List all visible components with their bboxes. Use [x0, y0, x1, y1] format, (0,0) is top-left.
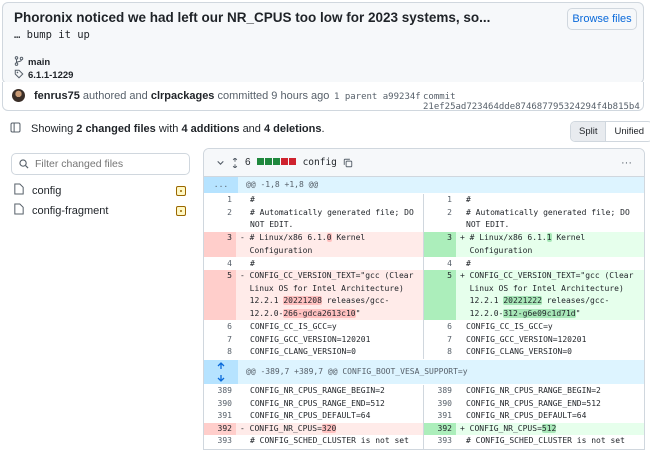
commit-meta-bar [2, 82, 644, 111]
avatar[interactable] [12, 89, 25, 102]
split-divider [423, 385, 424, 449]
tag-icon [14, 69, 24, 82]
diff-file-name[interactable]: config [302, 157, 337, 168]
tag-ref[interactable]: 6.1.1-1229 [14, 69, 73, 82]
hunk-header: ... @@ -1,8 +1,8 @@ [204, 177, 644, 193]
tree-file-config-fragment[interactable]: config-fragment [14, 203, 186, 218]
commit-title: Phoronix noticed we had left our NR_CPUS… [14, 10, 491, 25]
expand-up-button[interactable]: ... [204, 177, 238, 193]
diff-summary: Showing 2 changed files with 4 additions… [31, 123, 325, 135]
git-branch-icon [14, 56, 24, 69]
file-diff-header: 6 config ··· [204, 149, 644, 177]
commit-header [2, 2, 644, 84]
diff-row: 2# Automatically generated file; DO NOT … [227, 207, 635, 230]
diff-row-changed: 392 - CONFIG_NR_CPUS=320 392 + CONFIG_NR… [204, 422, 644, 435]
sidebar-toggle-icon[interactable] [10, 122, 21, 136]
hunk-header-text: @@ -389,7 +389,7 @@ CONFIG_BOOT_VESA_SUP… [246, 367, 468, 376]
diff-summary-row: Showing 2 changed files with 4 additions… [10, 122, 325, 136]
filter-files-field[interactable] [11, 153, 190, 175]
tree-file-config[interactable]: config [14, 183, 186, 198]
hunk-header-text: @@ -1,8 +1,8 @@ [246, 180, 319, 189]
expand-all-icon[interactable] [231, 157, 239, 168]
file-icon [14, 183, 24, 198]
parent-commit[interactable]: 1 parent a99234f [334, 92, 421, 102]
unified-view-button[interactable]: Unified [614, 126, 645, 137]
committer-link[interactable]: clrpackages [150, 90, 215, 102]
branch-name: main [28, 57, 51, 68]
diff-row-changed: 3 - # Linux/x86 6.1.0 Kernel Configurati… [204, 232, 644, 257]
diffstat-bar [256, 157, 297, 168]
diff-row: 1# 1# [227, 195, 471, 204]
copy-icon[interactable] [343, 158, 353, 168]
author-link[interactable]: fenrus75 [34, 90, 80, 102]
commit-body: … bump it up [14, 29, 90, 41]
expand-lines-button[interactable] [204, 360, 238, 384]
diff-row: 393# CONFIG_SCHED_CLUSTER is not set 393… [217, 436, 625, 445]
split-view-button[interactable]: Split [571, 122, 607, 141]
branch-ref[interactable]: main [14, 56, 50, 69]
file-modified-icon [176, 185, 186, 196]
chevron-down-icon[interactable] [216, 158, 225, 167]
diff-view-toggle: Split Unified [570, 121, 650, 142]
author-line: fenrus75 authored and clrpackages commit… [34, 90, 329, 102]
filter-files-input[interactable] [33, 157, 177, 171]
file-icon [14, 203, 24, 218]
more-options-icon[interactable]: ··· [621, 156, 632, 169]
tag-name: 6.1.1-1229 [28, 70, 74, 81]
search-icon [19, 159, 29, 169]
tree-file-name: config-fragment [32, 204, 109, 217]
authored-text: authored and [82, 90, 148, 102]
tree-file-name: config [32, 184, 62, 197]
hunk-header: @@ -389,7 +389,7 @@ CONFIG_BOOT_VESA_SUP… [204, 360, 644, 384]
changes-count: 6 [245, 157, 251, 168]
committed-time: committed 9 hours ago [217, 90, 330, 102]
browse-files-button[interactable]: Browse files [567, 8, 637, 30]
file-diff: 6 config ··· ... @@ -1,8 +1,8 @@ 1# 1# 2… [203, 148, 645, 450]
split-divider [423, 194, 424, 359]
file-modified-icon [176, 205, 186, 216]
diff-row: 4# 4# [227, 258, 471, 268]
diff-row-changed: 5 - CONFIG_CC_VERSION_TEXT="gcc (Clear L… [204, 270, 644, 320]
commit-sha: commit 21ef25ad723464dde874687795324294f… [423, 92, 640, 112]
